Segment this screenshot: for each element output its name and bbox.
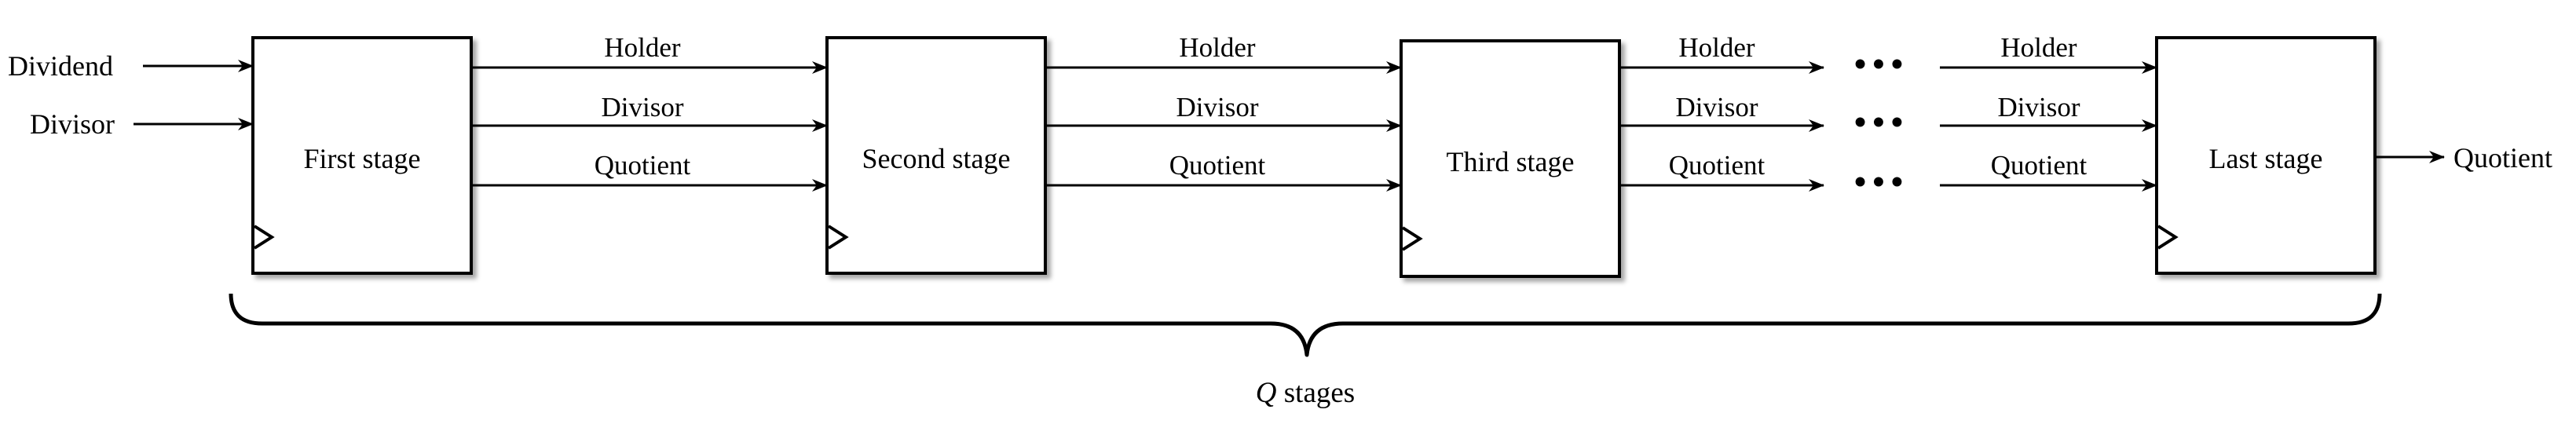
stage-box-last: Last stage (2155, 36, 2377, 275)
holder-label-3: Holder (1678, 32, 1755, 63)
dividend-input-label: Dividend (8, 50, 113, 82)
holder-label-1: Holder (604, 32, 681, 63)
quotient-label-2: Quotient (1169, 150, 1266, 181)
divisor-label-2: Divisor (1176, 92, 1259, 122)
stage-label-first: First stage (304, 143, 421, 174)
clock-input-icon (1401, 226, 1423, 251)
stage-box-first: First stage (251, 36, 473, 275)
stage-label-last: Last stage (2209, 143, 2323, 174)
stage-box-last-rect (2155, 36, 2377, 275)
clock-input-icon (2157, 225, 2179, 250)
quotient-output-label: Quotient (2453, 142, 2552, 174)
stage-box-third-rect (1400, 39, 1621, 278)
divisor-label-1: Divisor (602, 92, 684, 122)
stage-box-second: Second stage (825, 36, 1047, 275)
bus-1-2: Holder Divisor Quotient (471, 32, 828, 192)
stage-count-caption: Q stages (1256, 377, 1355, 409)
ellipsis-divisor: ••• (1854, 103, 1909, 141)
divisor-label-4: Divisor (1998, 92, 2080, 122)
stage-span-brace (229, 293, 2382, 357)
divisor-label-3: Divisor (1676, 92, 1758, 122)
holder-label-4: Holder (2000, 32, 2077, 63)
stage-label-third: Third stage (1447, 146, 1575, 177)
quotient-label-3: Quotient (1669, 150, 1766, 181)
clock-input-icon (253, 225, 275, 250)
bus-2-3: Holder Divisor Quotient (1045, 32, 1402, 192)
bus-gap-last: Holder Divisor Quotient (1940, 32, 2157, 192)
stage-box-third: Third stage (1400, 39, 1621, 278)
bus-3-gap: Holder Divisor Quotient (1619, 32, 1824, 192)
ellipsis-group: ••• ••• ••• (1854, 45, 1909, 201)
holder-label-2: Holder (1179, 32, 1256, 63)
stage-box-first-rect (251, 36, 473, 275)
quotient-label-4: Quotient (1991, 150, 2088, 181)
ellipsis-quotient: ••• (1854, 163, 1909, 201)
divisor-input-label: Divisor (30, 108, 115, 140)
stage-count-text: stages (1277, 377, 1356, 409)
ellipsis-holder: ••• (1854, 45, 1909, 83)
stage-box-second-rect (825, 36, 1047, 275)
stage-count-symbol: Q (1256, 377, 1277, 409)
stage-label-second: Second stage (862, 143, 1011, 174)
quotient-label-1: Quotient (595, 150, 691, 181)
clock-input-icon (827, 225, 849, 250)
